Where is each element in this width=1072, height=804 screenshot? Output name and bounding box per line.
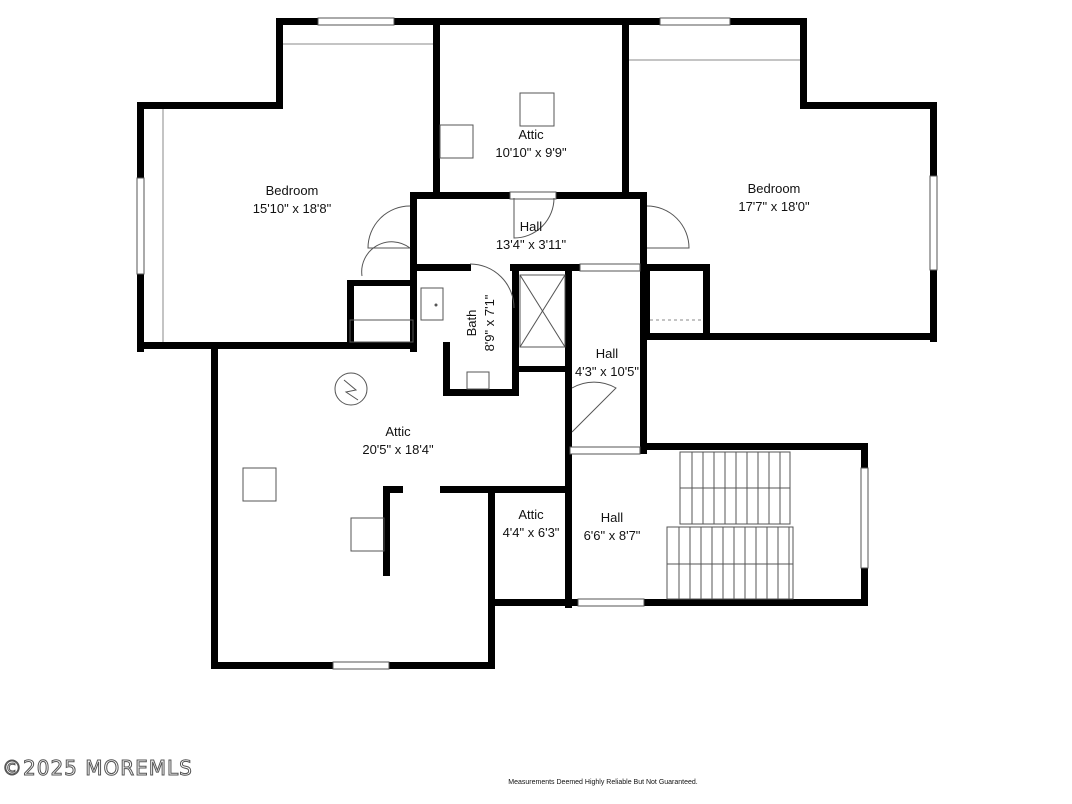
bedroom-right-name: Bedroom [748,181,801,196]
interior-details [162,43,800,600]
attic-large-size: 20'5" x 18'4" [362,442,434,457]
bath-size: 8'9" x 7'1" [482,294,497,351]
attic-hatch-large [242,467,277,502]
bedroom-left-size: 15'10" x 18'8" [253,201,332,216]
shower-icon [519,274,566,348]
hall-middle-name: Hall [596,346,619,361]
watermark: ©2025 MOREMLS [2,756,193,780]
attic-small-size: 4'4" x 6'3" [503,525,560,540]
hall-top-size: 13'4" x 3'11" [496,237,567,252]
bedroom-right-size: 17'7" x 18'0" [738,199,810,214]
hall-lower-size: 6'6" x 8'7" [584,528,641,543]
windows [136,17,938,670]
water-heater-icon [334,372,368,406]
hall-middle-size: 4'3" x 10'5" [575,364,639,379]
attic-top-size: 10'10" x 9'9" [495,145,567,160]
attic-top-name: Attic [518,127,544,142]
attic-small-name: Attic [518,507,544,522]
room-labels: Bedroom 15'10" x 18'8" Attic 10'10" x 9'… [253,127,810,543]
bedroom-left-name: Bedroom [266,183,319,198]
hall-lower-name: Hall [601,510,624,525]
sink-icon [420,287,444,321]
toilet-icon [466,371,490,390]
staircase [666,451,794,600]
attic-large-name: Attic [385,424,411,439]
walls [137,18,937,669]
bath-name: Bath [464,310,479,337]
stair-treads [678,452,790,599]
hall-top-name: Hall [520,219,543,234]
attic-hatch-top [519,92,555,127]
disclaimer: Measurements Deemed Highly Reliable But … [508,779,698,786]
